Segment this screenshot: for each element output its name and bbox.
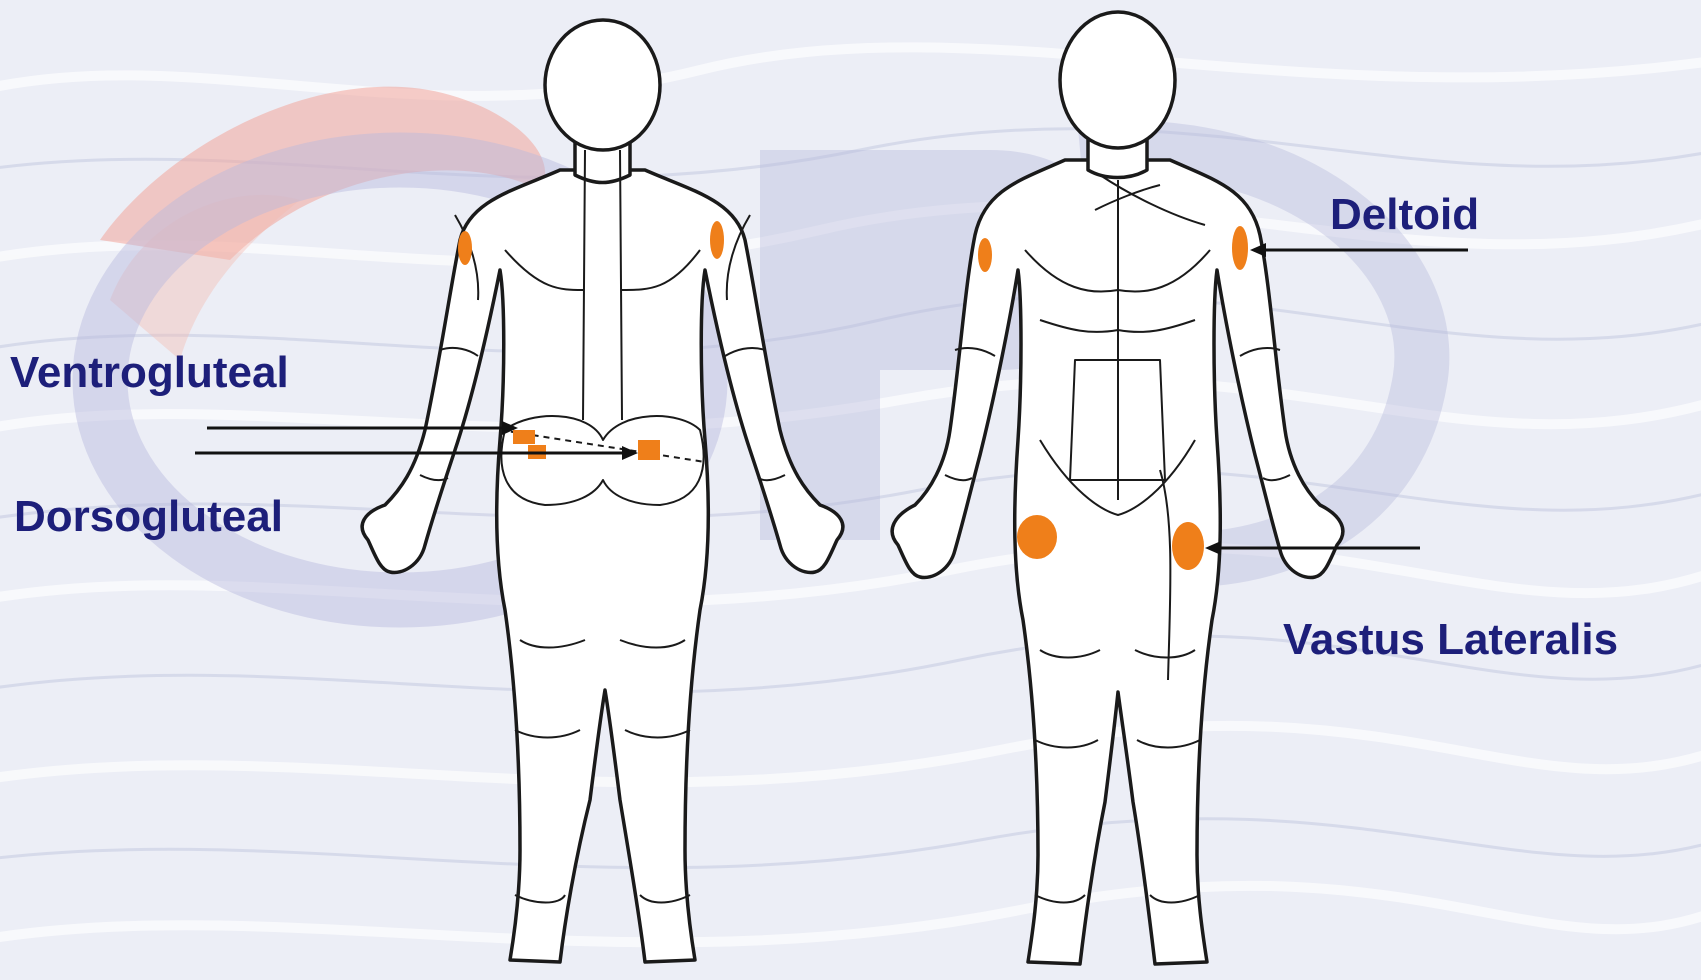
ventrogluteal-label: Ventrogluteal — [10, 351, 289, 395]
front-figure-head — [1060, 12, 1175, 148]
front-left-thigh-marker — [1017, 515, 1057, 559]
dorsogluteal-label: Dorsogluteal — [14, 495, 283, 539]
vastus-lateralis-marker — [1172, 522, 1204, 570]
back-left-deltoid-marker — [458, 231, 472, 265]
vastus-lateralis-label: Vastus Lateralis — [1283, 618, 1618, 662]
deltoid-marker — [1232, 226, 1248, 270]
deltoid-label: Deltoid — [1330, 193, 1479, 237]
dorsogluteal-marker-right — [638, 440, 660, 460]
ventrogluteal-marker — [513, 430, 535, 444]
front-left-deltoid-marker — [978, 238, 992, 272]
back-right-deltoid-marker — [710, 221, 724, 259]
back-figure-head — [545, 20, 660, 150]
